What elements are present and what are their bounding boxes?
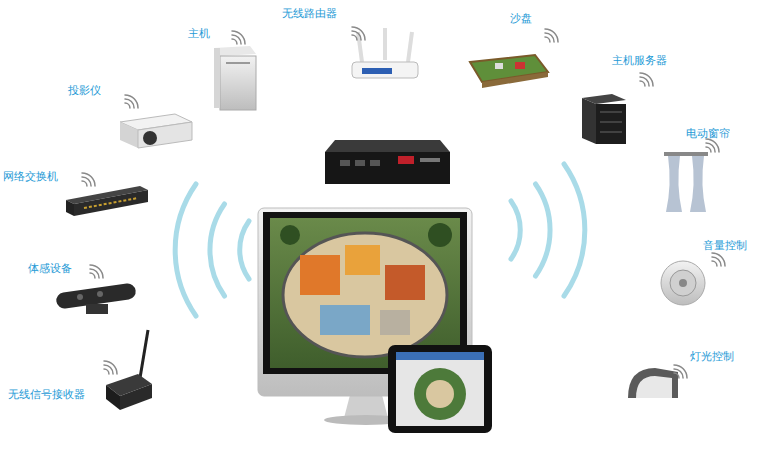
light-icon	[628, 368, 678, 398]
curtain-icon	[664, 152, 708, 212]
server-icon	[582, 94, 626, 144]
device-label: 音量控制	[703, 239, 747, 253]
host-icon	[214, 46, 256, 110]
control-box	[325, 140, 450, 184]
device-label: 投影仪	[68, 84, 101, 98]
monitor	[258, 208, 472, 425]
device-label: 网络交换机	[3, 170, 58, 184]
switch-icon	[66, 186, 148, 216]
router-icon	[352, 28, 418, 78]
projector-icon	[120, 114, 192, 148]
device-label: 沙盘	[510, 12, 532, 26]
device-label: 体感设备	[28, 262, 72, 276]
speaker-icon	[661, 261, 705, 305]
device-label: 灯光控制	[690, 350, 734, 364]
device-label: 电动窗帘	[686, 127, 730, 141]
motion-sensor-icon	[55, 283, 136, 314]
device-label: 无线路由器	[282, 7, 337, 21]
device-label: 主机	[188, 27, 210, 41]
device-label: 无线信号接收器	[8, 388, 85, 402]
device-label: 主机服务器	[612, 54, 667, 68]
sand-table-icon	[470, 55, 548, 88]
tablet	[388, 345, 492, 433]
